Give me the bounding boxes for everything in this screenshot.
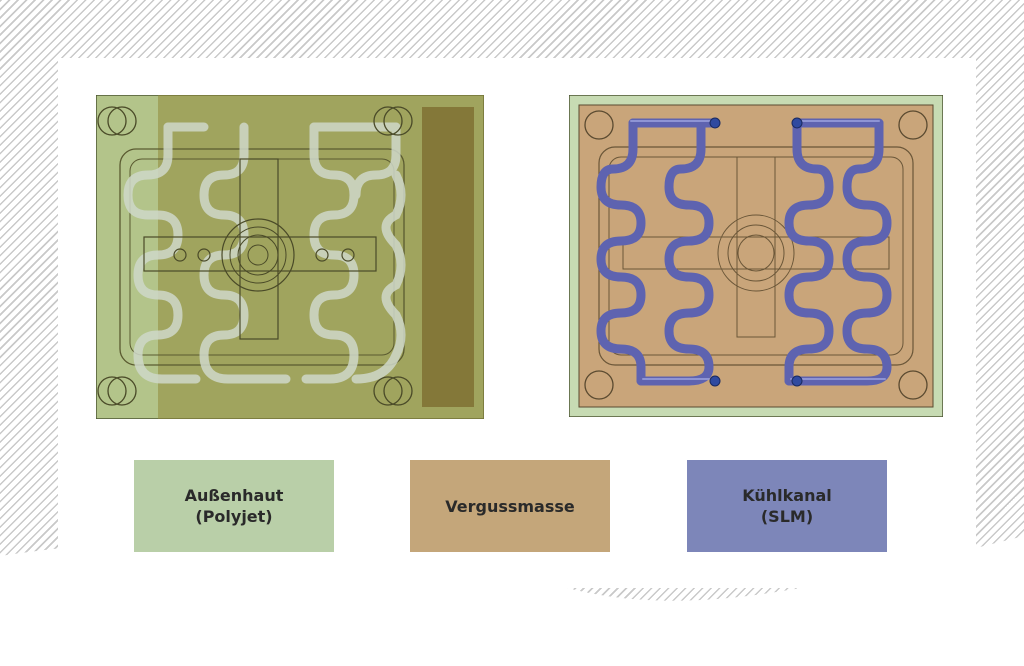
content-panel: Außenhaut (Polyjet) Vergussmasse Kühlkan… xyxy=(58,58,976,588)
legend-cooling-channel: Kühlkanal (SLM) xyxy=(687,460,887,552)
mold-insert-transparent-view xyxy=(96,95,484,419)
mold-insert-channel-view xyxy=(569,95,943,417)
legend-outer-skin: Außenhaut (Polyjet) xyxy=(134,460,334,552)
legend-casting-compound: Vergussmasse xyxy=(410,460,610,552)
